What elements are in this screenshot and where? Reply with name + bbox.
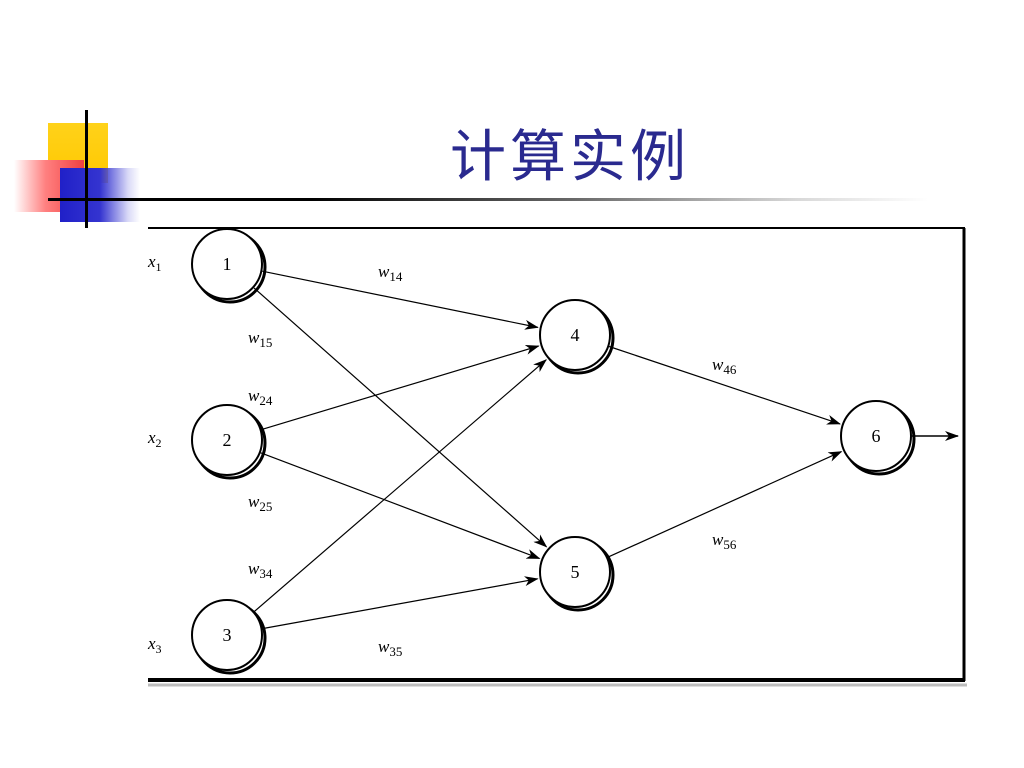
weight-subscript: 56 xyxy=(723,537,737,552)
node-3: 3 xyxy=(191,599,267,675)
edge-5-6 xyxy=(607,451,843,558)
node-label: 2 xyxy=(223,430,232,450)
weight-symbol: w xyxy=(248,559,260,578)
input-subscript: 3 xyxy=(156,642,162,656)
node-1: 1 xyxy=(191,228,267,304)
weight-symbol: w xyxy=(712,530,724,549)
node-circle xyxy=(191,228,263,300)
node-4: 4 xyxy=(539,299,615,375)
edge-weight-label: w24 xyxy=(248,386,273,408)
node-circle xyxy=(539,536,611,608)
input-label-x2: x2 xyxy=(147,428,162,450)
node-label: 5 xyxy=(571,562,580,582)
node-2: 2 xyxy=(191,404,267,480)
weight-symbol: w xyxy=(248,328,260,347)
edge-3-5 xyxy=(262,576,539,630)
node-label: 1 xyxy=(223,254,232,274)
logo-vertical-line xyxy=(85,110,88,228)
weight-subscript: 24 xyxy=(259,393,273,408)
weight-subscript: 25 xyxy=(259,499,272,514)
edge-2-4 xyxy=(261,344,540,431)
node-label: 4 xyxy=(571,325,580,345)
weight-subscript: 35 xyxy=(389,644,402,659)
input-symbol: x xyxy=(147,428,156,447)
weight-symbol: w xyxy=(712,355,724,374)
node-5: 5 xyxy=(539,536,615,612)
node-label: 3 xyxy=(223,625,232,645)
weight-subscript: 34 xyxy=(259,566,273,581)
input-subscript: 1 xyxy=(156,260,162,274)
input-symbol: x xyxy=(147,252,156,271)
edges-layer xyxy=(253,270,959,630)
input-subscript: 2 xyxy=(156,436,162,450)
node-circle xyxy=(191,599,263,671)
weight-subscript: 14 xyxy=(389,269,403,284)
edge-4-6 xyxy=(608,345,841,425)
title-underline xyxy=(48,198,928,201)
node-6: 6 xyxy=(840,400,916,476)
node-circle xyxy=(539,299,611,371)
edge-weight-label: w35 xyxy=(378,637,402,659)
weight-symbol: w xyxy=(248,386,260,405)
node-label: 6 xyxy=(872,426,881,446)
input-symbol: x xyxy=(147,634,156,653)
input-label-x3: x3 xyxy=(147,634,162,656)
node-circle xyxy=(840,400,912,472)
edge-1-5 xyxy=(253,287,548,548)
weight-symbol: w xyxy=(378,637,390,656)
edge-1-4 xyxy=(262,270,539,330)
logo-blue-bar xyxy=(60,168,140,222)
weight-subscript: 15 xyxy=(259,335,272,350)
edge-3-4 xyxy=(253,359,547,612)
slide-title: 计算实例 xyxy=(450,127,690,189)
edge-weight-label: w34 xyxy=(248,559,273,581)
edge-weight-label: w14 xyxy=(378,262,403,284)
edge-weight-label: w46 xyxy=(712,355,737,377)
input-label-x1: x1 xyxy=(147,252,162,274)
node-circle xyxy=(191,404,263,476)
edge-weight-label: w25 xyxy=(248,492,272,514)
edge-weight-label: w56 xyxy=(712,530,737,552)
weight-symbol: w xyxy=(248,492,260,511)
edge-2-5 xyxy=(260,452,541,560)
weight-symbol: w xyxy=(378,262,390,281)
weight-subscript: 46 xyxy=(723,362,737,377)
edge-weight-label: w15 xyxy=(248,328,272,350)
